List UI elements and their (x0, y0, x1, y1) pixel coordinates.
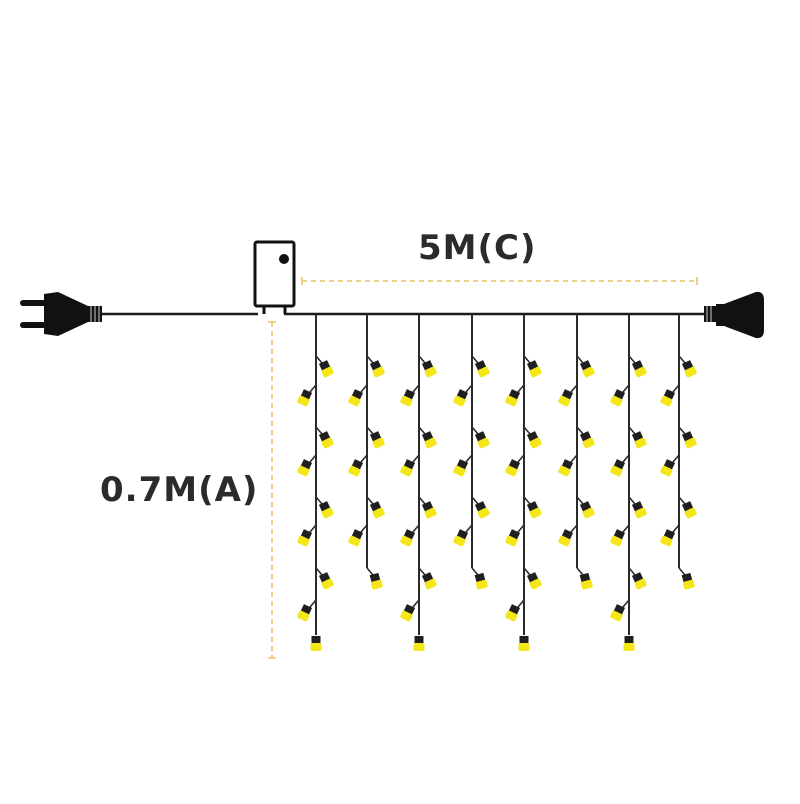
led-bulb-icon (453, 529, 469, 547)
led-bulb-icon (400, 604, 416, 622)
led-bulb-icon (610, 604, 626, 622)
light-strand (558, 314, 595, 590)
led-bulb-icon (681, 501, 697, 519)
led-bulb-icon (297, 604, 313, 622)
led-bulb-icon (348, 389, 364, 407)
led-bulb-icon (474, 360, 490, 378)
led-bulb-icon (660, 389, 676, 407)
led-bulb-icon (631, 360, 647, 378)
led-bulb-icon (579, 431, 595, 449)
led-bulb-icon (660, 459, 676, 477)
led-bulb-icon (526, 360, 542, 378)
led-bulb-icon (660, 529, 676, 547)
led-bulb-icon (297, 459, 313, 477)
height-dimension-line (268, 321, 276, 659)
led-bulb-icon (631, 431, 647, 449)
led-bulb-icon (610, 389, 626, 407)
light-strands (297, 314, 697, 651)
led-bulb-icon (453, 389, 469, 407)
led-bulb-icon (579, 360, 595, 378)
led-bulb-icon (558, 529, 574, 547)
led-bulb-icon (369, 501, 385, 519)
height-label: 0.7M(A) (100, 470, 259, 510)
light-strand (297, 314, 334, 651)
led-bulb-icon (421, 431, 437, 449)
led-bulb-icon (318, 431, 334, 449)
female-end-connector-icon (704, 291, 764, 339)
light-strand (400, 314, 437, 651)
led-bulb-icon (631, 572, 647, 590)
led-bulb-icon (348, 529, 364, 547)
led-bulb-icon (310, 636, 322, 651)
width-dimension-line (301, 277, 698, 285)
led-bulb-icon (526, 501, 542, 519)
width-label: 5M(C) (418, 228, 537, 268)
led-bulb-icon (610, 459, 626, 477)
led-bulb-icon (610, 529, 626, 547)
led-bulb-icon (505, 389, 521, 407)
led-bulb-icon (631, 501, 647, 519)
led-bulb-icon (369, 431, 385, 449)
led-bulb-icon (421, 360, 437, 378)
led-bulb-icon (558, 389, 574, 407)
led-bulb-icon (474, 501, 490, 519)
light-strand (453, 314, 490, 590)
controller-box-icon (253, 240, 296, 314)
light-strand (660, 314, 697, 590)
led-bulb-icon (505, 459, 521, 477)
led-bulb-icon (400, 459, 416, 477)
led-bulb-icon (348, 459, 364, 477)
led-bulb-icon (623, 636, 635, 651)
led-bulb-icon (318, 360, 334, 378)
eu-male-plug-icon (20, 292, 102, 336)
light-strand (610, 314, 647, 651)
led-bulb-icon (318, 501, 334, 519)
led-bulb-icon (369, 360, 385, 378)
led-bulb-icon (558, 459, 574, 477)
led-bulb-icon (681, 360, 697, 378)
led-bulb-icon (526, 572, 542, 590)
led-bulb-icon (400, 529, 416, 547)
led-bulb-icon (505, 604, 521, 622)
led-bulb-icon (297, 389, 313, 407)
led-bulb-icon (474, 572, 488, 590)
led-bulb-icon (453, 459, 469, 477)
led-bulb-icon (681, 431, 697, 449)
led-bulb-icon (505, 529, 521, 547)
led-bulb-icon (400, 389, 416, 407)
led-bulb-icon (474, 431, 490, 449)
led-bulb-icon (421, 572, 437, 590)
led-bulb-icon (579, 501, 595, 519)
led-bulb-icon (369, 572, 383, 590)
led-bulb-icon (518, 636, 530, 651)
led-bulb-icon (413, 636, 425, 651)
light-strand (348, 314, 385, 590)
led-bulb-icon (526, 431, 542, 449)
led-bulb-icon (421, 501, 437, 519)
led-bulb-icon (681, 572, 695, 590)
light-strand (505, 314, 542, 651)
led-bulb-icon (318, 572, 334, 590)
led-bulb-icon (297, 529, 313, 547)
led-bulb-icon (579, 572, 593, 590)
